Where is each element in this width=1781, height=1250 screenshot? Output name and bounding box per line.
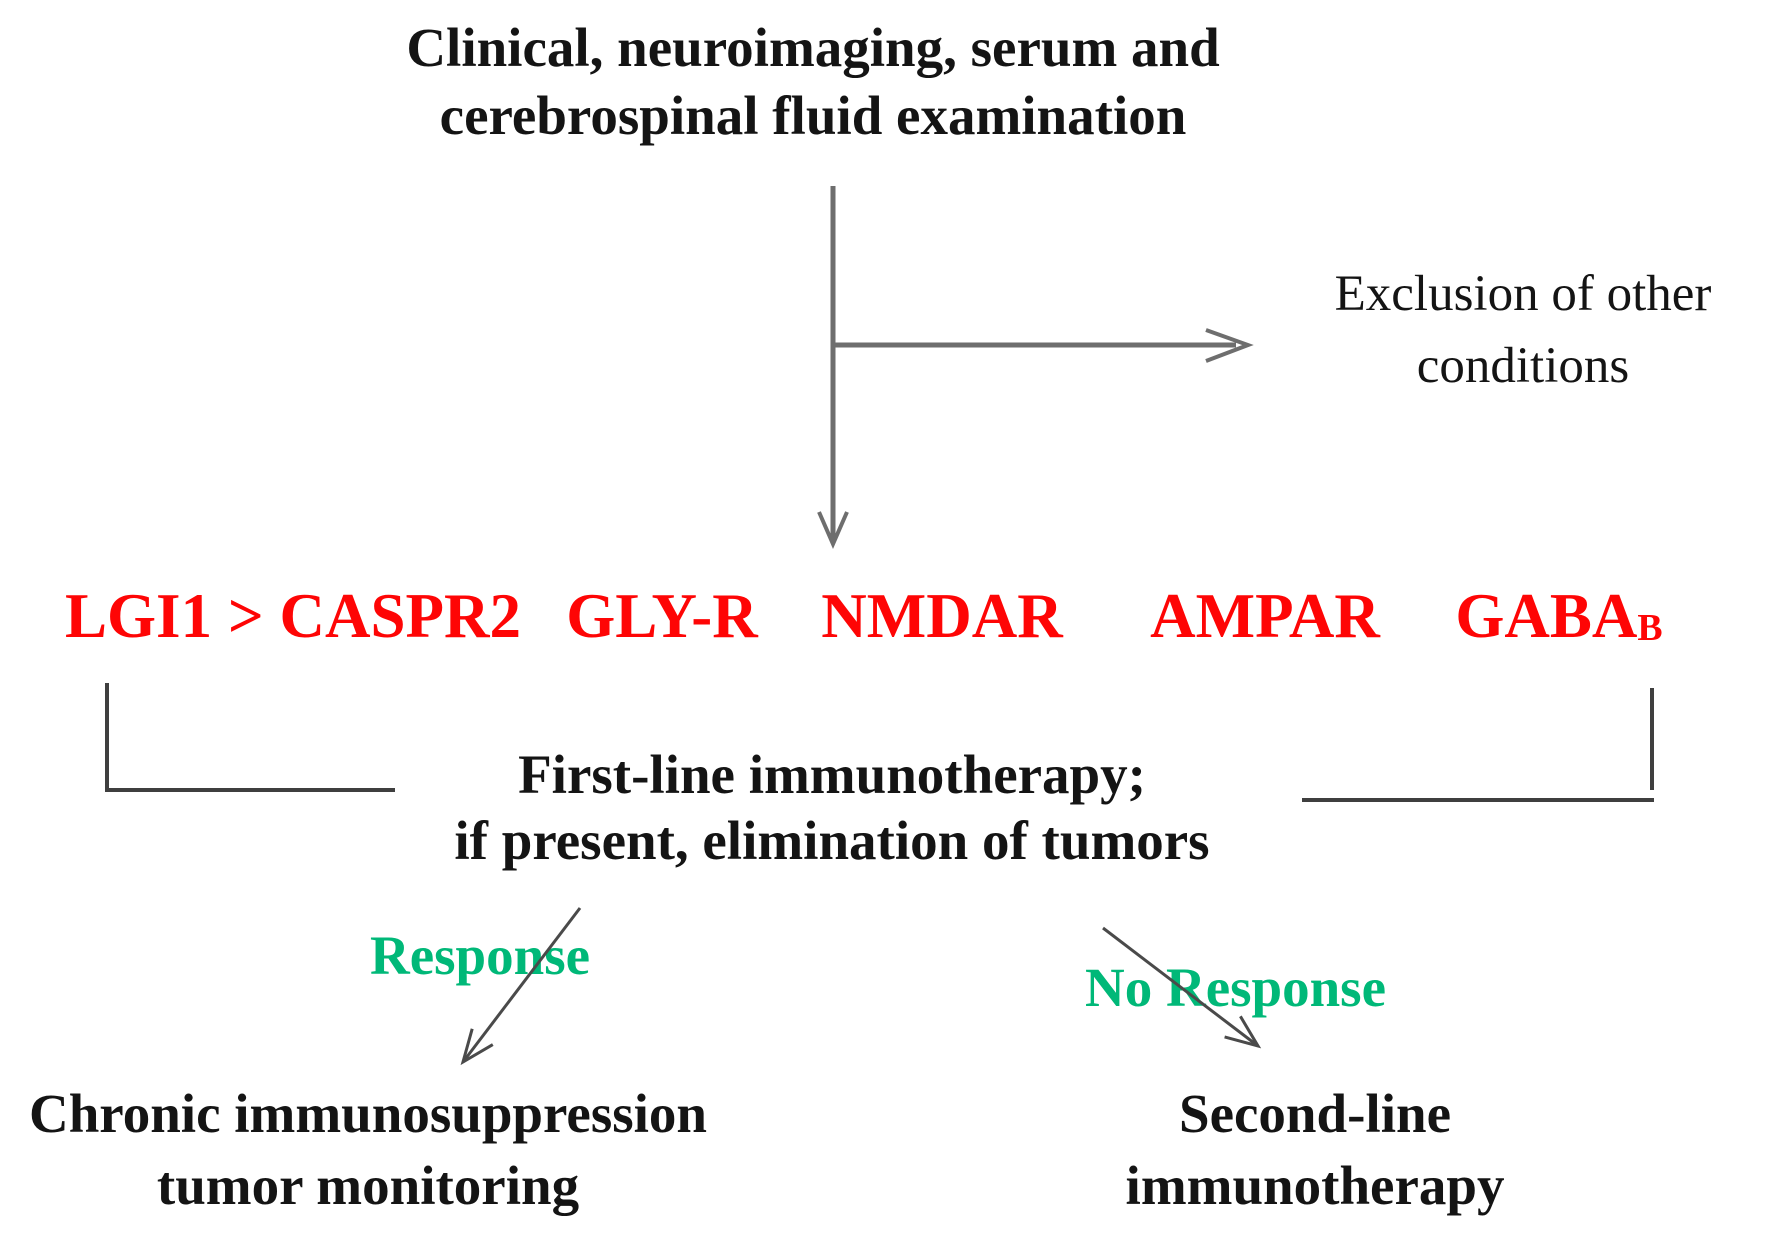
antibody-gaba-b: GABAB xyxy=(1455,580,1662,653)
exclusion-label: Exclusion of other conditions xyxy=(1335,258,1712,403)
no-response-label: No Response xyxy=(1085,957,1386,1018)
down-arrow xyxy=(817,186,849,549)
antibody-label: GLY-R xyxy=(566,581,758,651)
exclusion-label-line1: Exclusion of other xyxy=(1334,266,1712,322)
right-arrow-exclusion xyxy=(833,328,1254,363)
antibody-gly-r: GLY-R xyxy=(566,580,757,653)
antibody-label: AMPAR xyxy=(1150,581,1380,651)
left-bracket-connector xyxy=(105,683,395,792)
examination-title-line2: cerebrospinal fluid examination xyxy=(439,85,1187,147)
outcome-left-line2: tumor monitoring xyxy=(156,1154,580,1216)
outcome-right-line1: Second-line xyxy=(1179,1083,1451,1144)
examination-title-line1: Clinical, neuroimaging, serum and xyxy=(406,17,1220,78)
outcome-left-line1: Chronic immunosuppression xyxy=(28,1083,708,1144)
antibody-ampar: AMPAR xyxy=(1150,580,1380,653)
antibody-label: NMDAR xyxy=(821,581,1063,651)
antibody-label: LGI1 > CASPR2 xyxy=(65,581,521,651)
examination-title: Clinical, neuroimaging, serum and cerebr… xyxy=(406,14,1219,150)
right-bracket-connector xyxy=(1302,688,1654,802)
response-label: Response xyxy=(370,925,591,986)
outcome-second-line-immunotherapy: Second-line immunotherapy xyxy=(1126,1078,1505,1221)
outcome-chronic-immunosuppression: Chronic immunosuppression tumor monitori… xyxy=(29,1078,707,1221)
antibody-subscript: B xyxy=(1637,607,1663,650)
outcome-right-line2: immunotherapy xyxy=(1125,1154,1505,1216)
first-line-immunotherapy: First-line immunotherapy; if present, el… xyxy=(454,742,1209,874)
antibody-nmdar: NMDAR xyxy=(821,580,1062,653)
first-line-line2: if present, elimination of tumors xyxy=(454,810,1210,871)
antibody-label: GABA xyxy=(1455,581,1638,651)
antibody-lgi1-caspr2: LGI1 > CASPR2 xyxy=(65,580,521,653)
first-line-line1: First-line immunotherapy; xyxy=(518,744,1146,805)
exclusion-label-line2: conditions xyxy=(1416,338,1630,395)
